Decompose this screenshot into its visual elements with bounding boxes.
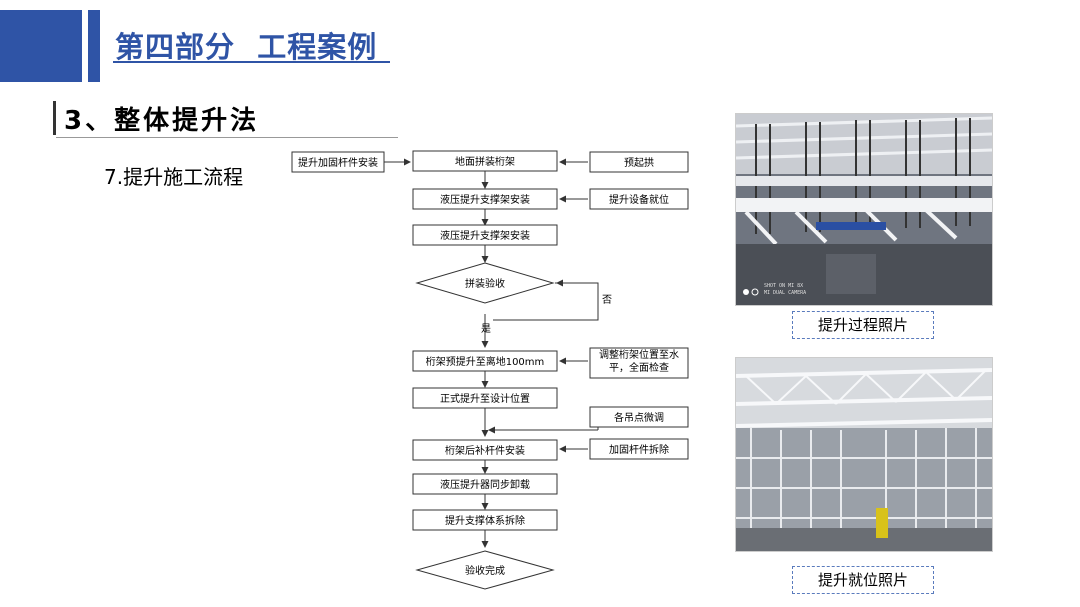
flow-side-left-1-label: 提升加固杆件安装: [298, 156, 378, 169]
camera-watermark-1: SHOT ON MI 8X: [764, 283, 804, 289]
flow-step-1: [412, 150, 558, 172]
flow-side-right-4: [589, 406, 689, 428]
flow-side-right-5-label: 加固杆件拆除: [609, 443, 669, 456]
flow-step-5-label: 桁架预提升至离地100mm: [426, 355, 545, 368]
flow-step-9: [412, 509, 558, 531]
header-accent-block: [0, 10, 82, 82]
flow-step-6-label: 正式提升至设计位置: [440, 392, 530, 405]
flow-decision-inspection: [415, 262, 555, 304]
flow-end: [415, 550, 555, 590]
flow-side-right-1-label: 预起拱: [624, 156, 654, 169]
top-photo-caption: 提升过程照片: [792, 311, 934, 339]
lifting-in-place-photo: [735, 357, 993, 552]
flow-side-left-1: [291, 151, 385, 173]
flow-step-3: [412, 224, 558, 246]
flow-side-right-5: [589, 438, 689, 460]
flow-step-7: [412, 439, 558, 461]
flow-step-2-label: 液压提升支撑架安装: [440, 193, 530, 206]
title-underline: [113, 61, 390, 63]
flow-side-right-3-label: 调整桁架位置至水平，全面检查: [599, 350, 679, 374]
section-title: 3、整体提升法: [64, 106, 260, 136]
flow-side-right-4-label: 各吊点微调: [614, 411, 664, 424]
construction-flowchart: 地面拼装桁架 液压提升支撑架安装 液压提升支撑架安装 拼装验收 桁架预提升至离地…: [291, 150, 689, 590]
flow-end-label: 验收完成: [465, 564, 505, 577]
flow-step-3-label: 液压提升支撑架安装: [440, 229, 530, 242]
flow-step-6: [412, 387, 558, 409]
page-title: 第四部分 工程案例: [115, 30, 378, 64]
flow-step-8: [412, 473, 558, 495]
flow-step-1-label: 地面拼装桁架: [455, 155, 515, 168]
flow-step-2: [412, 188, 558, 210]
step-label: 7.提升施工流程: [104, 165, 244, 189]
flow-side-right-1: [589, 151, 689, 173]
flow-decision-label: 拼装验收: [465, 277, 505, 290]
flow-step-8-label: 液压提升器同步卸载: [440, 478, 530, 491]
flow-side-right-2: [589, 188, 689, 210]
header-accent-bar: [88, 10, 100, 82]
section-marker: [53, 101, 56, 135]
camera-watermark-2: MI DUAL CAMERA: [764, 290, 807, 296]
flow-side-right-2-label: 提升设备就位: [609, 193, 669, 206]
lifting-process-photo: [735, 113, 993, 306]
flow-yes-label: 是: [481, 323, 491, 335]
section-divider: [56, 137, 398, 138]
bottom-photo-caption: 提升就位照片: [792, 566, 934, 594]
flow-side-right-3: [589, 347, 689, 379]
flow-step-5: [412, 350, 558, 372]
flow-step-9-label: 提升支撑体系拆除: [445, 514, 525, 527]
flow-no-label: 否: [602, 294, 612, 306]
flow-step-7-label: 桁架后补杆件安装: [445, 444, 525, 457]
